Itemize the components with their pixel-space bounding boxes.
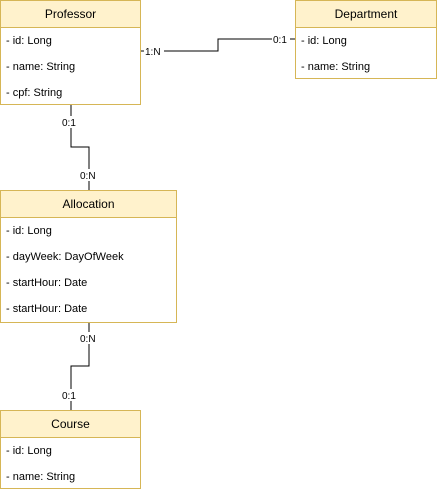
professor-department-to-cardinality: 0:1 [273,35,287,46]
entity-title: Professor [1,1,140,28]
entity-attribute: - startHour: Date [6,303,88,315]
entity-attribute: - id: Long [6,445,52,457]
professor-allocation-to-cardinality: 0:N [80,171,96,182]
entity-title: Allocation [1,191,176,218]
entity-professor[interactable]: Professor - id: Long - name: String - cp… [0,0,141,105]
entity-attribute: - id: Long [6,225,52,237]
allocation-course-to-cardinality: 0:1 [62,391,76,402]
allocation-course-from-cardinality: 0:N [80,334,96,345]
entity-attribute: - dayWeek: DayOfWeek [6,251,124,263]
entity-attribute: - id: Long [301,35,347,47]
entity-attribute: - id: Long [6,35,52,47]
professor-department-from-cardinality: 1:N [145,47,161,58]
entity-allocation[interactable]: Allocation - id: Long - dayWeek: DayOfWe… [0,190,177,323]
entity-attribute: - startHour: Date [6,277,88,289]
entity-title: Course [1,411,140,438]
entity-attribute: - cpf: String [6,87,63,99]
entity-attribute: - name: String [6,61,76,73]
entity-attribute: - name: String [6,471,76,483]
entity-title: Department [296,1,436,28]
professor-allocation-from-cardinality: 0:1 [62,118,76,129]
professor-department-connector [141,38,295,52]
entity-department[interactable]: Department - id: Long - name: String [295,0,437,79]
entity-attribute: - name: String [301,61,371,73]
entity-course[interactable]: Course - id: Long - name: String [0,410,141,489]
